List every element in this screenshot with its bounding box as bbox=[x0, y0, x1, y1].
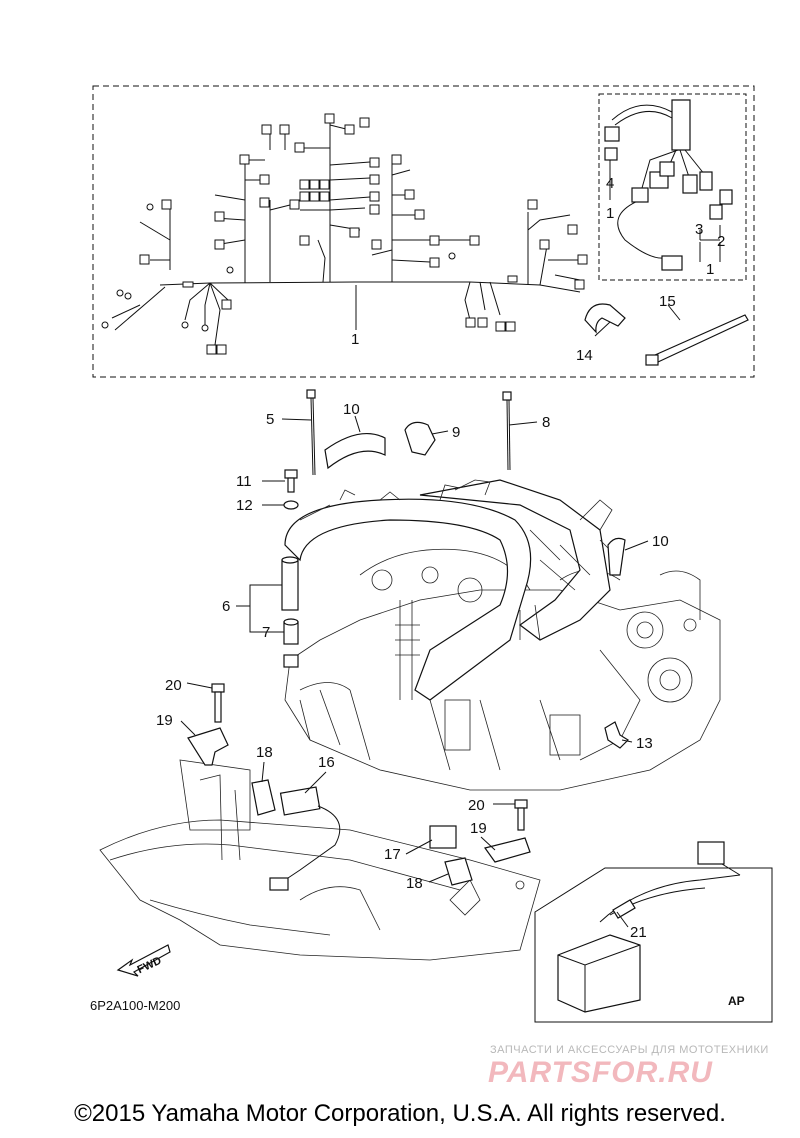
harness-connectors bbox=[139, 113, 588, 355]
callout-5: 5 bbox=[266, 411, 274, 428]
callout-15: 15 bbox=[659, 293, 676, 310]
fwd-arrow-icon bbox=[116, 944, 171, 977]
harness-terminals bbox=[101, 203, 456, 332]
battery-inset bbox=[534, 841, 773, 1023]
callout-18-right: 18 bbox=[406, 875, 423, 892]
inset-label: AP bbox=[728, 994, 745, 1008]
tie-strap-part-8 bbox=[502, 391, 512, 471]
callout-18-left: 18 bbox=[256, 744, 273, 761]
coupler-part-16 bbox=[269, 786, 341, 891]
coupler-part-17 bbox=[429, 825, 457, 849]
rubber-strip-part bbox=[324, 432, 386, 470]
watermark-tagline: ЗАПЧАСТИ И АКСЕССУАРЫ ДЛЯ МОТОТЕХНИКИ bbox=[490, 1044, 769, 1056]
callout-19-left: 19 bbox=[156, 712, 173, 729]
collar-part-7 bbox=[283, 618, 299, 668]
callout-1-inset-upper: 1 bbox=[606, 205, 614, 222]
callout-6: 6 bbox=[222, 598, 230, 615]
bolt-part-11 bbox=[284, 469, 298, 493]
callout-12: 12 bbox=[236, 497, 253, 514]
watermark-logo: PARTSFOR.RU bbox=[488, 1056, 713, 1089]
clip-part-9 bbox=[404, 421, 436, 456]
callout-3: 3 bbox=[695, 221, 703, 238]
grommet-part-18b bbox=[444, 857, 473, 886]
lower-cowling bbox=[99, 759, 541, 961]
callout-20-left: 20 bbox=[165, 677, 182, 694]
cable-tie-part bbox=[645, 314, 749, 366]
engine-block bbox=[284, 548, 721, 791]
callout-17: 17 bbox=[384, 846, 401, 863]
callout-11: 11 bbox=[236, 473, 252, 490]
callout-9: 9 bbox=[452, 424, 460, 441]
bracket-part-19b bbox=[483, 837, 531, 863]
callout-1: 1 bbox=[351, 331, 359, 348]
callout-numbers: 1 1 1 2 3 4 5 6 7 8 9 10 10 11 12 13 14 … bbox=[156, 175, 725, 941]
callout-10-upper: 10 bbox=[343, 401, 360, 418]
bolt-part-20a bbox=[211, 683, 225, 723]
callout-16: 16 bbox=[318, 754, 335, 771]
callout-20-right: 20 bbox=[468, 797, 485, 814]
harness-bracket bbox=[284, 479, 621, 701]
callout-4: 4 bbox=[606, 175, 614, 192]
bracket-part-19a bbox=[187, 727, 229, 766]
fwd-label: FWD bbox=[136, 955, 164, 976]
callout-2: 2 bbox=[717, 233, 725, 250]
grommet-part-18a bbox=[251, 779, 276, 816]
harness-inset-box bbox=[598, 93, 747, 281]
bolt-part-20b bbox=[514, 799, 528, 831]
wire-harness bbox=[111, 118, 581, 346]
callout-21: 21 bbox=[630, 924, 647, 941]
inset-harness bbox=[604, 99, 733, 271]
callout-19-right: 19 bbox=[470, 820, 487, 837]
washer-part-12 bbox=[283, 500, 299, 510]
collar-part-6 bbox=[281, 556, 299, 611]
drawing-code: 6P2A100-M200 bbox=[90, 998, 180, 1013]
copyright-notice: ©2015 Yamaha Motor Corporation, U.S.A. A… bbox=[74, 1100, 726, 1127]
clamp-part bbox=[584, 303, 626, 334]
leader-lines bbox=[180, 242, 721, 928]
harness-box bbox=[92, 85, 755, 378]
tie-strap-part-5 bbox=[306, 389, 316, 476]
clamp-part-13 bbox=[604, 721, 629, 749]
callout-1-inset-lower: 1 bbox=[706, 261, 714, 278]
callout-7: 7 bbox=[262, 624, 270, 641]
callout-10-right: 10 bbox=[652, 533, 669, 550]
rubber-strip-part bbox=[607, 537, 626, 576]
callout-8: 8 bbox=[542, 414, 550, 431]
callout-13: 13 bbox=[636, 735, 653, 752]
callout-14: 14 bbox=[576, 347, 593, 364]
